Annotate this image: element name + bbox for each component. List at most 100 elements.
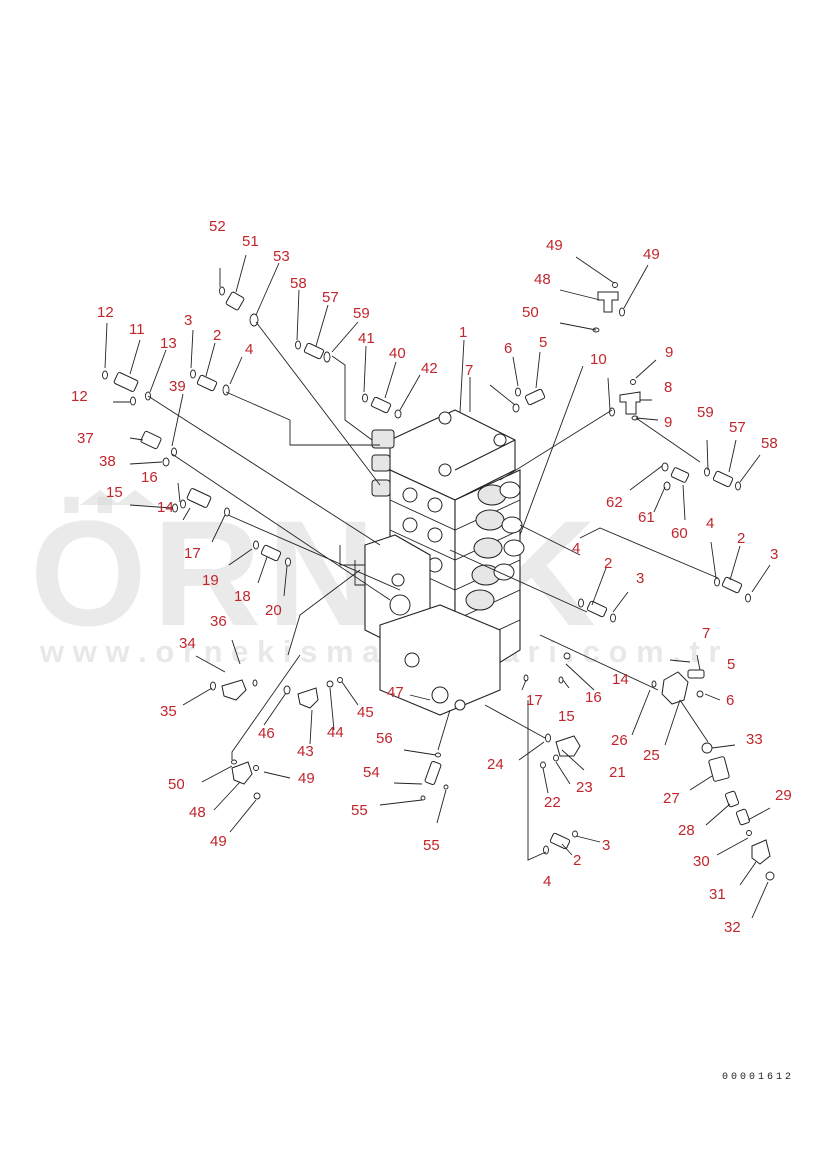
bottom-port [454, 699, 466, 711]
callout-56: 56 [376, 730, 393, 747]
callout-57: 57 [322, 289, 339, 306]
callout-6: 6 [504, 340, 512, 357]
callout-9: 9 [664, 414, 672, 431]
callout-18: 18 [234, 588, 251, 605]
callout-31: 31 [709, 886, 726, 903]
callout-49: 49 [298, 770, 315, 787]
callout-48: 48 [189, 804, 206, 821]
callout-9: 9 [665, 344, 673, 361]
callout-6: 6 [726, 692, 734, 709]
leader-lines [104, 254, 771, 919]
callout-30: 30 [693, 853, 710, 870]
callout-58: 58 [761, 435, 778, 452]
callout-17: 17 [184, 545, 201, 562]
callout-41: 41 [358, 330, 375, 347]
callout-55: 55 [351, 802, 368, 819]
callout-2: 2 [737, 530, 745, 547]
callout-23: 23 [576, 779, 593, 796]
callout-25: 25 [643, 747, 660, 764]
callout-numbers: 52 51 53 58 57 59 12 11 3 2 13 4 41 1 49… [71, 218, 792, 936]
callout-59: 59 [353, 305, 370, 322]
top-bolt [438, 463, 452, 477]
callout-19: 19 [202, 572, 219, 589]
bottom-port [404, 652, 420, 668]
callout-8: 8 [664, 379, 672, 396]
callout-1: 1 [459, 324, 467, 341]
callout-26: 26 [611, 732, 628, 749]
callout-13: 13 [160, 335, 177, 352]
callout-15: 15 [106, 484, 123, 501]
bottom-port [431, 686, 449, 704]
solenoid-caps [465, 481, 525, 611]
callout-50: 50 [168, 776, 185, 793]
control-valve-assembly [289, 409, 525, 716]
callout-39: 39 [169, 378, 186, 395]
callout-54: 54 [363, 764, 380, 781]
callout-53: 53 [273, 248, 290, 265]
callout-24: 24 [487, 756, 504, 773]
callout-12: 12 [71, 388, 88, 405]
callout-12: 12 [97, 304, 114, 321]
valve-top-edge [454, 439, 516, 471]
callout-38: 38 [99, 453, 116, 470]
callout-44: 44 [327, 724, 344, 741]
top-bolt [438, 411, 452, 425]
callout-50: 50 [522, 304, 539, 321]
callout-35: 35 [160, 703, 177, 720]
callout-2: 2 [604, 555, 612, 572]
callout-58: 58 [290, 275, 307, 292]
callout-7: 7 [465, 362, 473, 379]
bottom-block [379, 604, 501, 716]
callout-27: 27 [663, 790, 680, 807]
relief-valves [371, 429, 395, 497]
callout-14: 14 [157, 499, 174, 516]
callout-16: 16 [141, 469, 158, 486]
callout-49: 49 [643, 246, 660, 263]
callout-14: 14 [612, 671, 629, 688]
callout-33: 33 [746, 731, 763, 748]
callout-46: 46 [258, 725, 275, 742]
callout-60: 60 [671, 525, 688, 542]
section-seams [389, 499, 521, 651]
callout-4: 4 [543, 873, 551, 890]
callout-45: 45 [357, 704, 374, 721]
callout-2: 2 [213, 327, 221, 344]
callout-11: 11 [129, 321, 145, 338]
callout-3: 3 [636, 570, 644, 587]
callout-3: 3 [770, 546, 778, 563]
callout-2: 2 [573, 852, 581, 869]
top-bolt [493, 433, 507, 447]
callout-48: 48 [534, 271, 551, 288]
callout-21: 21 [609, 764, 626, 781]
callout-22: 22 [544, 794, 561, 811]
watermark-accent-marks [80, 490, 155, 505]
callout-20: 20 [265, 602, 282, 619]
callout-5: 5 [539, 334, 547, 351]
callout-59: 59 [697, 404, 714, 421]
callout-3: 3 [184, 312, 192, 329]
inlet-port [391, 573, 405, 587]
callout-34: 34 [179, 635, 196, 652]
callout-62: 62 [606, 494, 623, 511]
callout-37: 37 [77, 430, 94, 447]
callout-3: 3 [602, 837, 610, 854]
callout-15: 15 [558, 708, 575, 725]
callout-36: 36 [210, 613, 227, 630]
callout-51: 51 [242, 233, 259, 250]
callout-32: 32 [724, 919, 741, 936]
drawing-number: 00001612 [722, 1072, 795, 1083]
fittings [102, 282, 775, 881]
callout-52: 52 [209, 218, 226, 235]
callout-61: 61 [638, 509, 655, 526]
inlet-port [389, 594, 411, 616]
callout-49: 49 [546, 237, 563, 254]
callout-5: 5 [727, 656, 735, 673]
callout-16: 16 [585, 689, 602, 706]
callout-55: 55 [423, 837, 440, 854]
callout-42: 42 [421, 360, 438, 377]
callout-4: 4 [706, 515, 714, 532]
callout-57: 57 [729, 419, 746, 436]
callout-49: 49 [210, 833, 227, 850]
callout-7: 7 [702, 625, 710, 642]
